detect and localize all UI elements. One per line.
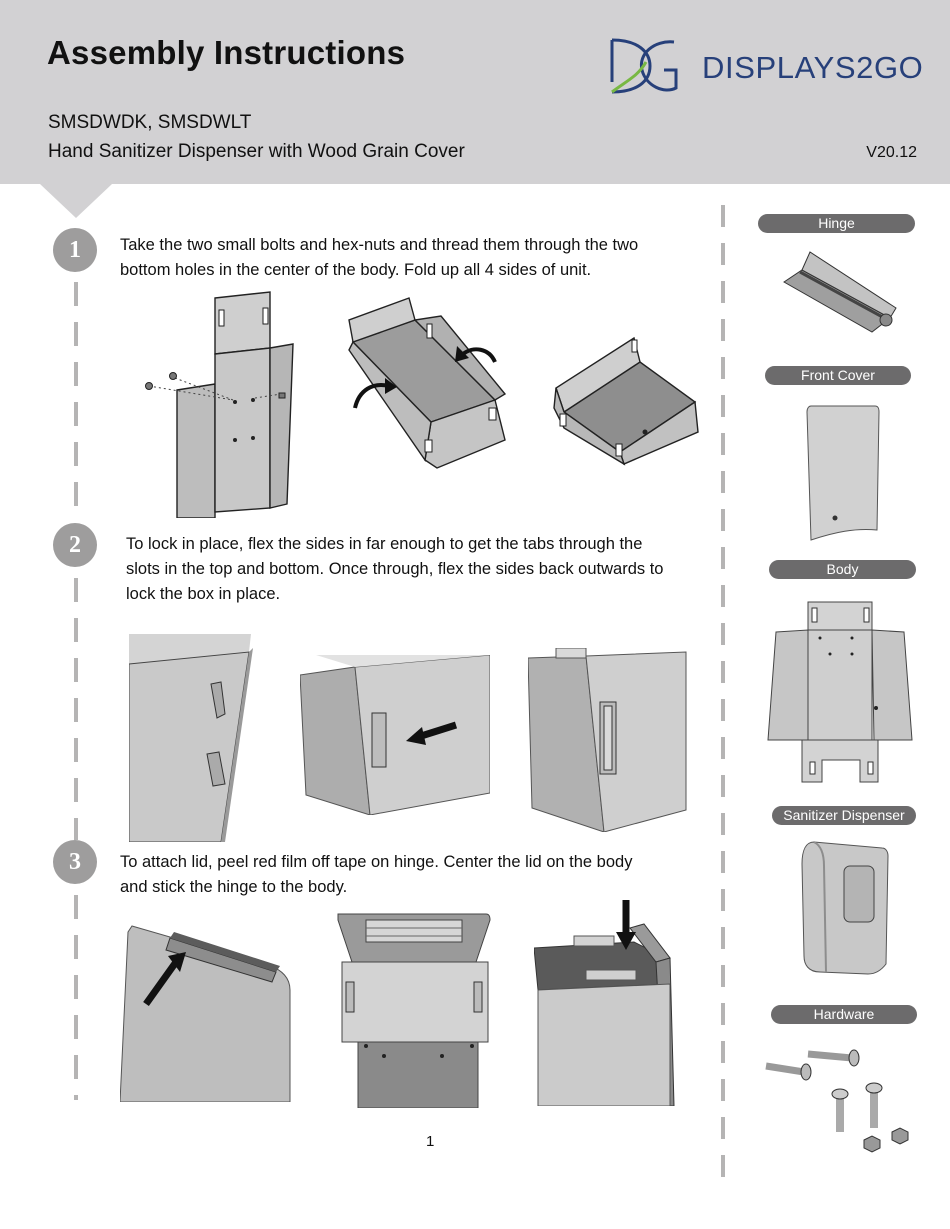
step-3-text: To attach lid, peel red film off tape on…: [120, 850, 632, 900]
part-label-sanitizer-dispenser: Sanitizer Dispenser: [772, 806, 916, 825]
parts-divider: [721, 205, 725, 1190]
step-2-badge: 2: [53, 523, 97, 567]
step-1-line-1: Take the two small bolts and hex-nuts an…: [120, 236, 639, 254]
brand-name: DISPLAYS2GO: [702, 50, 924, 85]
step-2-line-1: To lock in place, flex the sides in far …: [126, 535, 643, 553]
hardware-icon: [765, 1049, 909, 1153]
brand-logo-icon: [610, 38, 678, 94]
step-1-flat-body-illustration: [145, 291, 294, 518]
header-notch: [40, 184, 112, 218]
model-numbers: SMSDWDK, SMSDWLT: [48, 112, 252, 133]
step-2-line-3: lock the box in place.: [126, 585, 281, 603]
part-label-hardware: Hardware: [771, 1005, 917, 1024]
part-label-body: Body: [769, 560, 916, 579]
step-3-hinge-press-illustration: [534, 900, 675, 1106]
step-2-divider: [74, 578, 78, 840]
product-subtitle: Hand Sanitizer Dispenser with Wood Grain…: [48, 141, 465, 162]
step-1-badge: 1: [53, 228, 97, 272]
step-2-locked-box-illustration: [528, 648, 687, 832]
step-3-badge: 3: [53, 840, 97, 884]
step-2-tab-insert-illustration: [300, 655, 490, 815]
front-cover-icon: [806, 405, 880, 541]
part-label-hinge: Hinge: [758, 214, 915, 233]
page-title: Assembly Instructions: [47, 34, 406, 71]
step-2-line-2: slots in the top and bottom. Once throug…: [126, 560, 664, 578]
step-1-divider: [74, 282, 78, 518]
step-3-lid-centered-illustration: [337, 913, 491, 1108]
step-1-text: Take the two small bolts and hex-nuts an…: [120, 233, 638, 283]
step-3-divider: [74, 895, 78, 1100]
version-label: V20.12: [866, 144, 917, 161]
header-band: [0, 0, 950, 184]
step-2-flex-side-illustration: [129, 634, 254, 842]
dispenser-icon: [801, 841, 889, 975]
part-label-front-cover: Front Cover: [765, 366, 911, 385]
step-1-line-2: bottom holes in the center of the body. …: [120, 261, 592, 279]
page-number: 1: [426, 1133, 435, 1150]
body-flat-icon: [767, 601, 913, 783]
step-1-folded-box-illustration: [553, 336, 699, 466]
step-1-folding-illustration: [348, 297, 507, 469]
step-3-line-1: To attach lid, peel red film off tape on…: [120, 853, 633, 871]
step-3-line-2: and stick the hinge to the body.: [120, 878, 348, 896]
step-3-hinge-tape-illustration: [120, 925, 291, 1102]
hinge-icon: [783, 251, 897, 333]
step-2-text: To lock in place, flex the sides in far …: [126, 532, 663, 607]
